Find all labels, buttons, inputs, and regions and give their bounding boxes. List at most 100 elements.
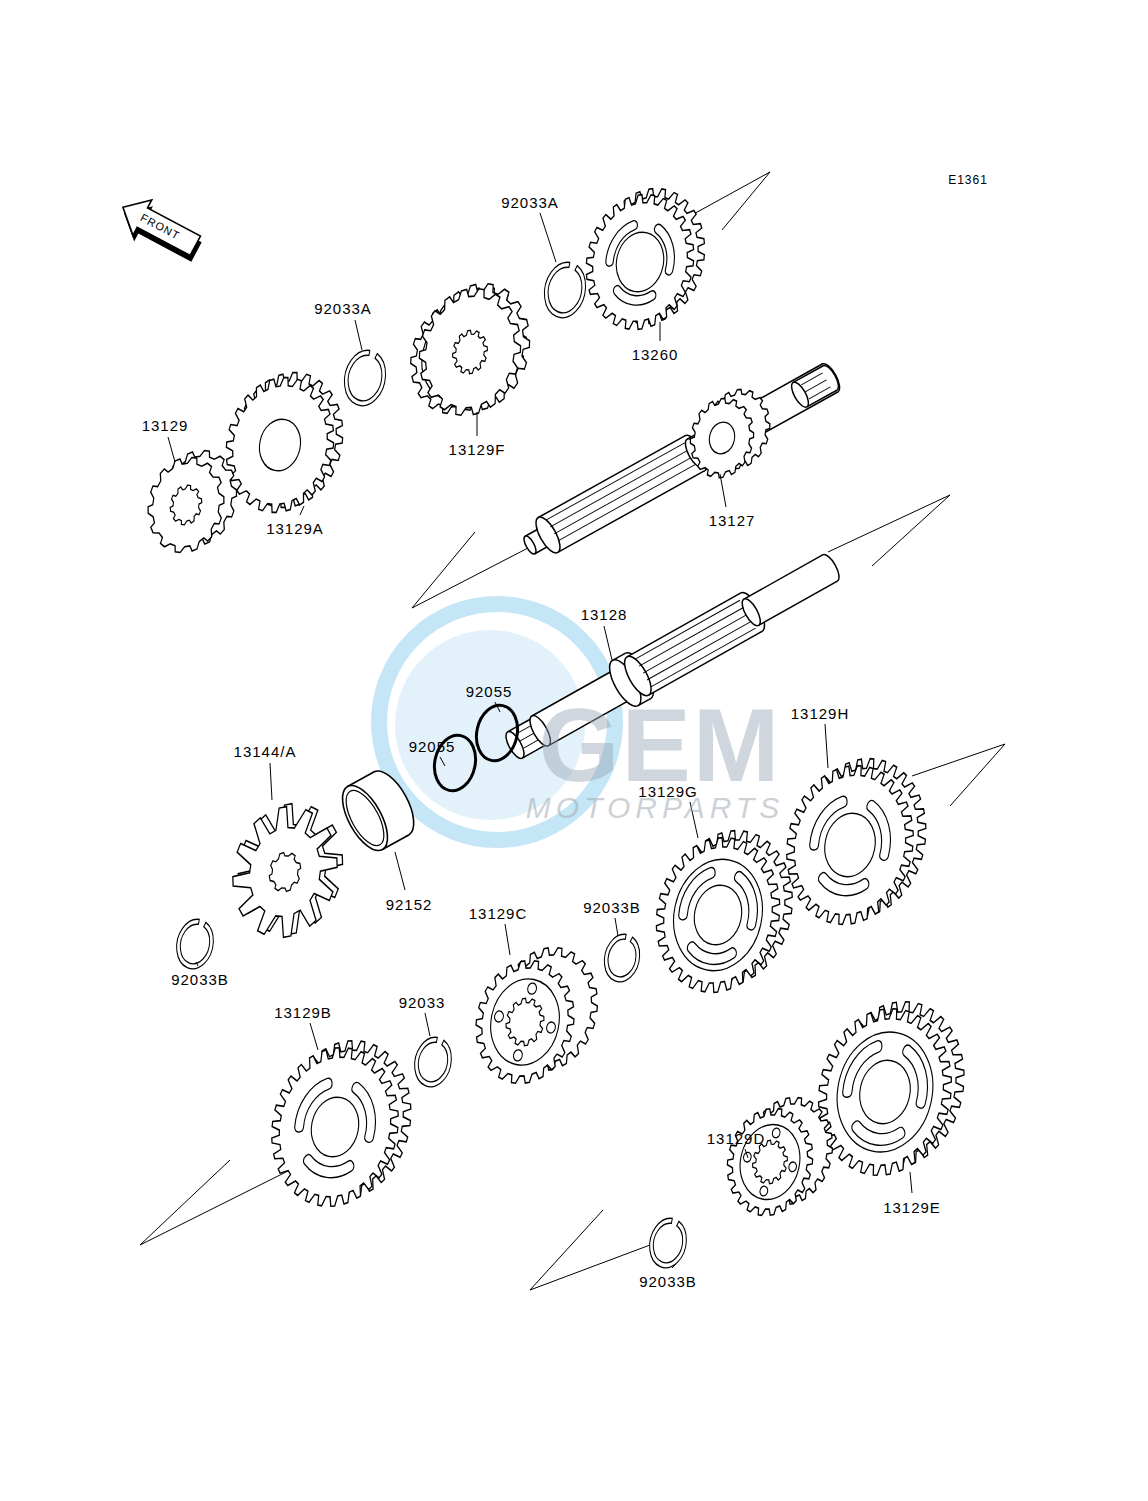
gear-dog [788, 1161, 797, 1172]
gear-front-face [574, 184, 706, 339]
leader-line [495, 702, 500, 712]
collar-sleeve [333, 764, 422, 857]
shaft-splined-edge [538, 436, 685, 518]
spline-line [558, 464, 696, 541]
gear-hole [611, 228, 669, 296]
gear-teeth [222, 798, 349, 947]
sprocket-illustration [222, 795, 354, 947]
gear-front-face [408, 279, 532, 425]
shaft-tip-face [522, 534, 539, 555]
figure-code: E1361 [948, 174, 988, 186]
front-arrow-body [114, 190, 205, 264]
gear-boss [663, 851, 772, 979]
gear-front-face [772, 754, 927, 936]
circlip [172, 916, 218, 972]
leader-line [270, 763, 272, 800]
leader-line [355, 320, 362, 350]
spline-line [639, 607, 744, 666]
axis-line [530, 1210, 650, 1290]
callout-number: 13128 [581, 607, 628, 622]
callout-number: 92152 [386, 897, 433, 912]
collar-edge [348, 772, 374, 787]
gear-teeth [804, 996, 967, 1187]
axis-line [690, 172, 770, 230]
gear-hole [306, 1093, 364, 1161]
spline-line [546, 443, 684, 520]
callout-number: 13260 [632, 347, 679, 362]
callout-number: 92055 [466, 684, 513, 699]
callout-number: 92033B [583, 900, 641, 915]
gear-teeth [574, 184, 706, 339]
axis-line [412, 532, 528, 608]
gear-boss [826, 1023, 943, 1161]
gear-hole [449, 327, 491, 377]
callout-number: 13129A [266, 521, 324, 536]
gear-dog [759, 1186, 768, 1197]
leader-line [505, 924, 510, 955]
callout-number: 13144/A [234, 744, 297, 759]
leader-line [540, 213, 556, 262]
direction-label: FRONT [138, 212, 183, 243]
shaft-splined-edge [649, 631, 762, 695]
gear-hole [689, 881, 747, 949]
leader-line [440, 757, 445, 766]
circlip-ring [172, 916, 218, 972]
gear-hole [167, 482, 206, 528]
leader-line [720, 474, 726, 507]
shaft-tip-edge [508, 718, 533, 732]
leader-line [196, 962, 198, 966]
gear-front-face [683, 393, 760, 484]
callout-number: 13127 [709, 513, 756, 528]
gear-illustration [257, 1029, 425, 1218]
leader-line [615, 918, 618, 936]
callout-number: 13129B [274, 1005, 332, 1020]
gear-13260 [574, 178, 717, 339]
gear-teeth [718, 1100, 823, 1223]
axis-line [828, 495, 950, 566]
gear-illustration [683, 384, 776, 484]
shaft-end-edge [793, 366, 823, 383]
circlip [645, 1215, 691, 1271]
shaft-end-face [788, 380, 811, 410]
shaft-splined-face [531, 514, 564, 557]
gear-illustration [642, 819, 806, 1004]
gear-teeth [257, 1036, 412, 1218]
gear-teeth [683, 393, 760, 484]
gear-front-face [718, 1100, 823, 1223]
gear-front-face [804, 996, 967, 1187]
circlip [600, 931, 644, 985]
collar-bore [339, 785, 392, 851]
leader-line [477, 412, 478, 436]
callout-number: 92033 [399, 995, 446, 1010]
spline-line [801, 373, 822, 385]
gear-dog [527, 982, 538, 995]
watermark-text: GEM [539, 693, 782, 797]
shaft-illustration [517, 357, 846, 564]
circlip-ring [600, 931, 644, 985]
callout-number: 13129 [142, 418, 189, 433]
spline-line [550, 450, 688, 527]
shaft-splined-body [627, 593, 762, 695]
shaft-end-edge [807, 390, 837, 407]
gear-illustration [772, 747, 940, 936]
gear-boss [483, 973, 567, 1072]
circlip-ring [645, 1215, 691, 1271]
gear-illustration [718, 1089, 842, 1223]
watermark-text: MOTORPARTS [526, 793, 784, 823]
shaft-body-face [739, 596, 764, 628]
gear-hole [266, 850, 304, 895]
spline-line [805, 380, 826, 392]
gear-front-face [465, 951, 585, 1092]
gear-front-face [214, 368, 346, 523]
callout-number: 92033B [171, 972, 229, 987]
leader-line [168, 437, 175, 462]
spline-line [809, 387, 830, 399]
gear-hole [706, 420, 737, 456]
leader-line [910, 1172, 912, 1193]
o-ring [471, 701, 522, 764]
leader-line [310, 1023, 318, 1050]
callout-number: 13129E [883, 1200, 941, 1215]
leader-line [425, 1013, 430, 1036]
